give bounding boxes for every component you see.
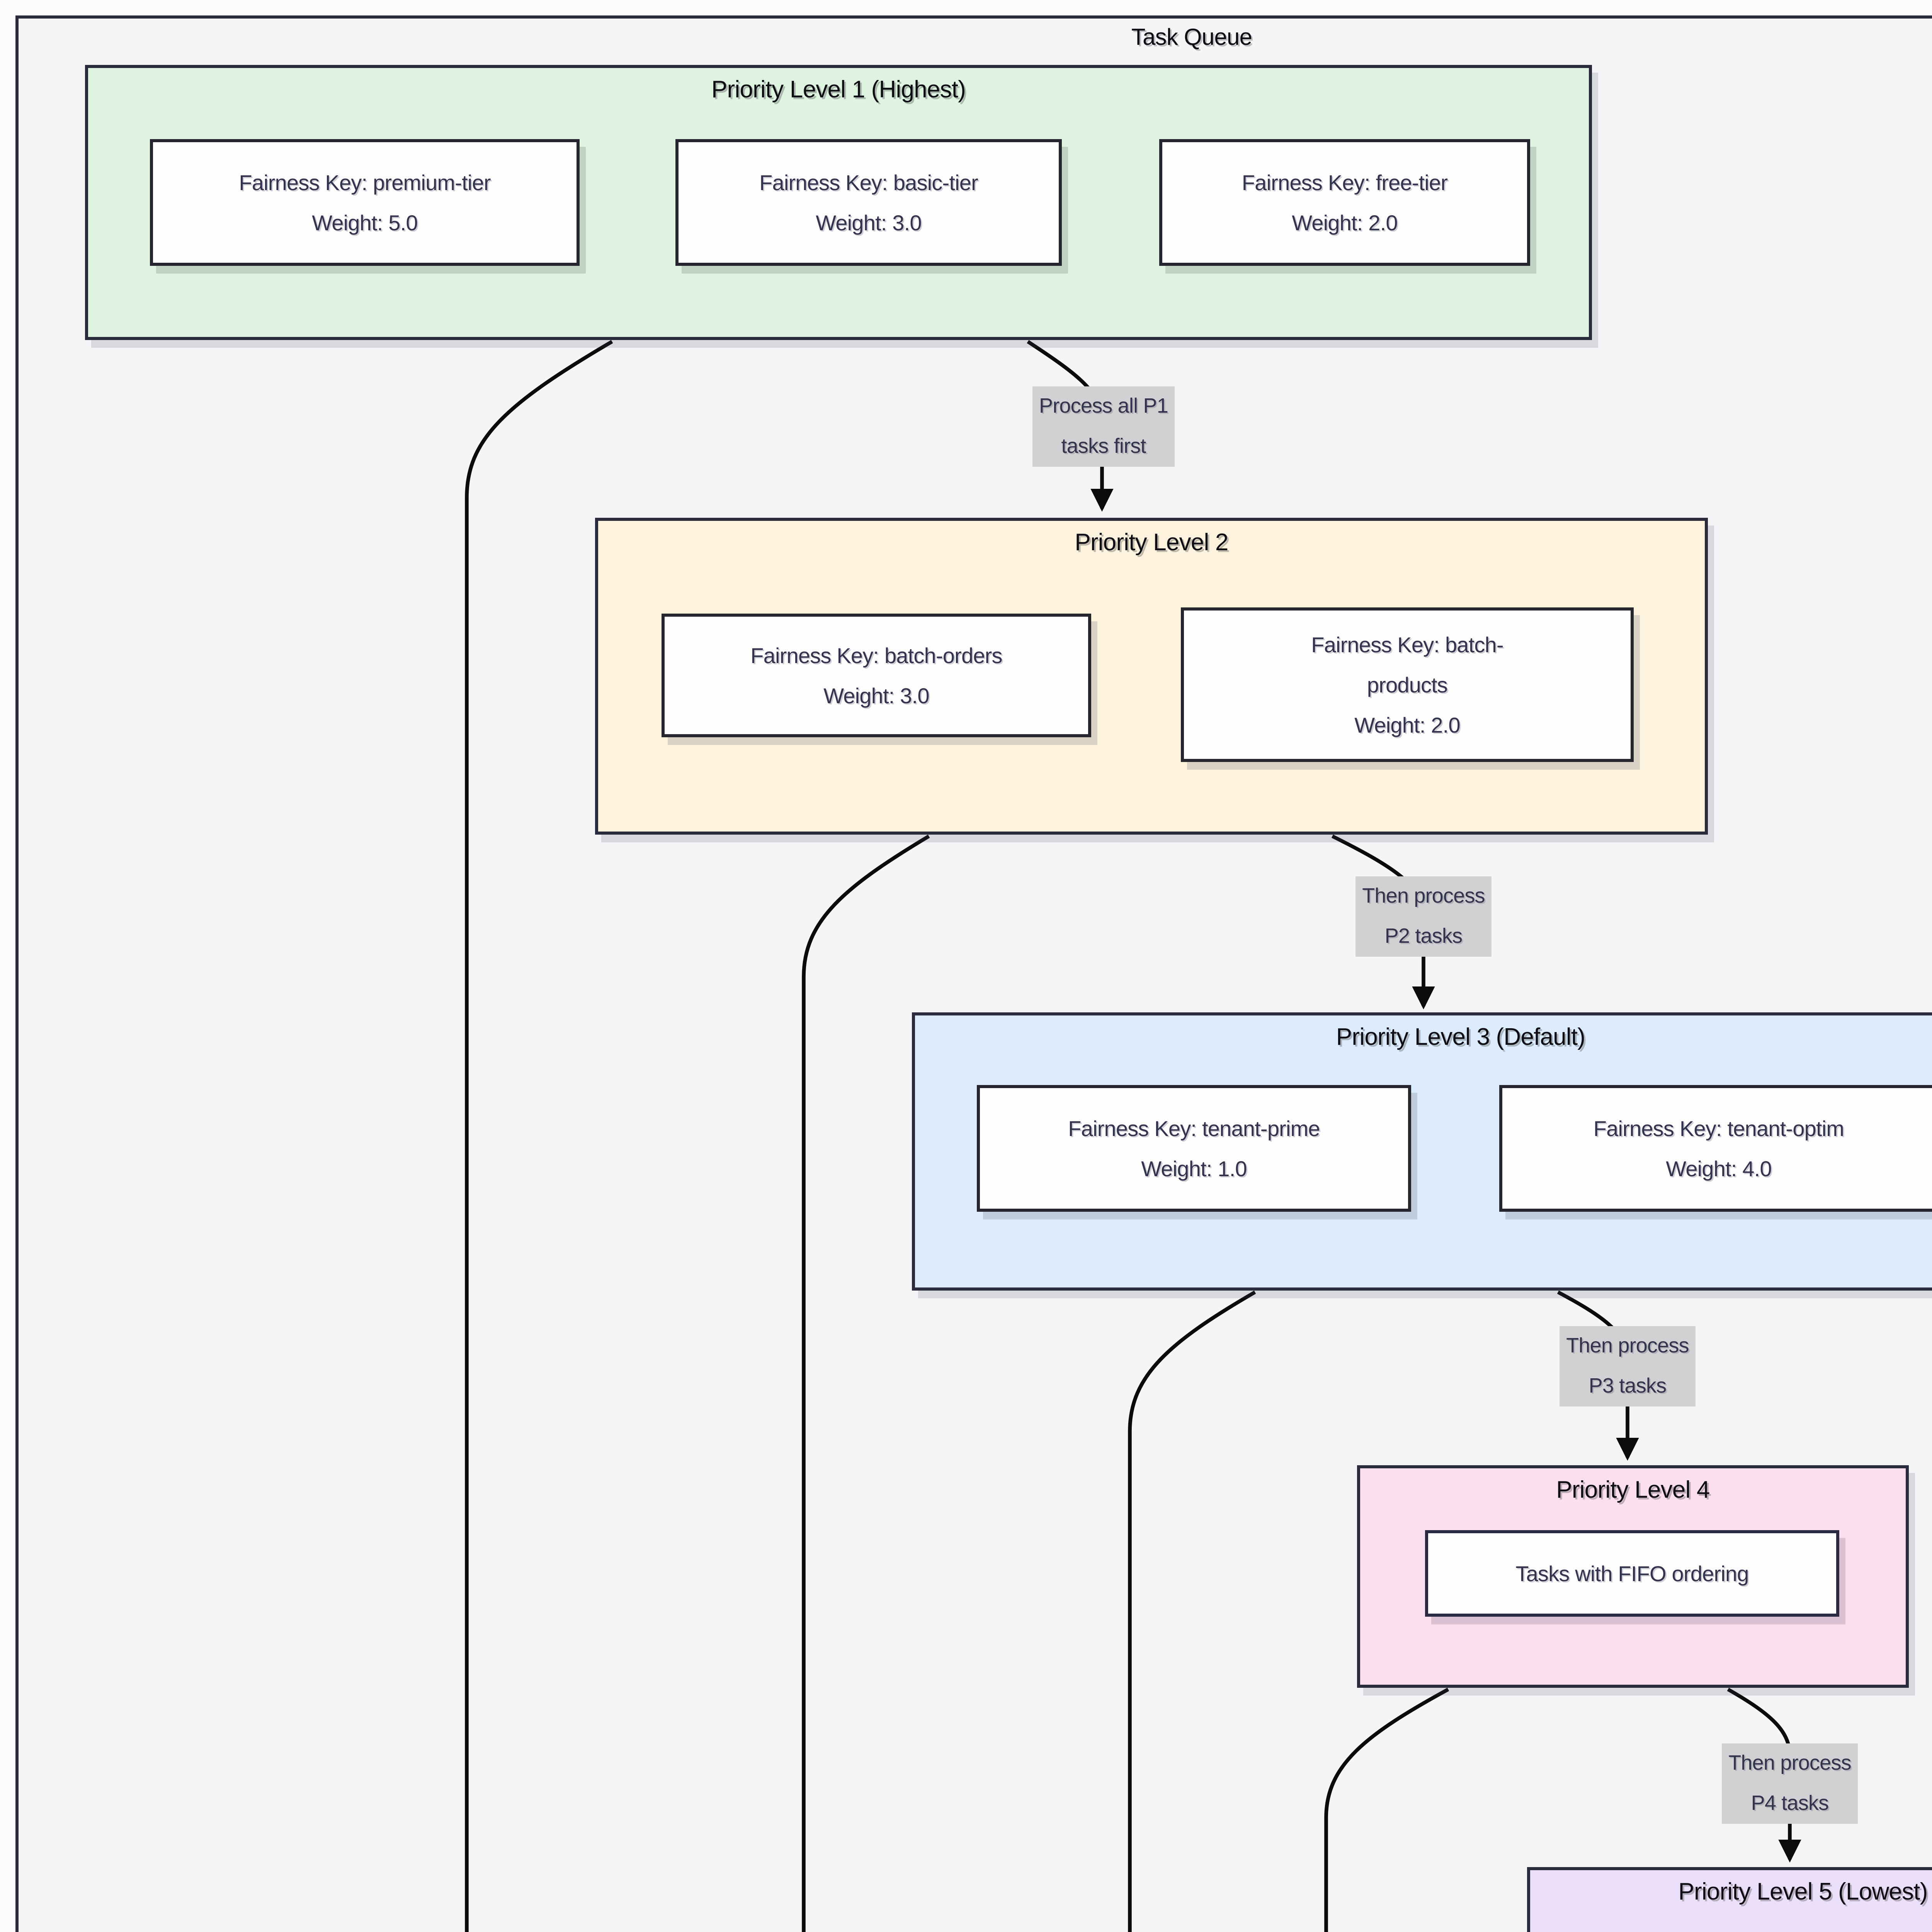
node-line: Tasks with FIFO ordering	[1515, 1561, 1749, 1586]
node-premium-tier: Fairness Key: premium-tier Weight: 5.0	[150, 139, 580, 266]
node-p4-fifo: Tasks with FIFO ordering	[1425, 1530, 1839, 1617]
node-line: products	[1367, 672, 1448, 697]
node-line: Fairness Key: basic-tier	[759, 170, 978, 195]
node-batch-orders: Fairness Key: batch-orders Weight: 3.0	[662, 614, 1091, 737]
edge-label-p2-p3: Then process P2 tasks	[1355, 876, 1492, 957]
node-tenant-optim: Fairness Key: tenant-optim Weight: 4.0	[1499, 1085, 1932, 1212]
node-line: Fairness Key: batch-	[1311, 632, 1503, 657]
priority-level-1-title: Priority Level 1 (Highest)	[711, 77, 966, 104]
node-free-tier: Fairness Key: free-tier Weight: 2.0	[1159, 139, 1530, 266]
node-line: Fairness Key: premium-tier	[239, 170, 491, 195]
node-line: Weight: 2.0	[1292, 210, 1398, 235]
edge-label-line: tasks first	[1061, 434, 1146, 457]
node-line: Weight: 5.0	[312, 210, 418, 235]
edge-label-p3-p4: Then process P3 tasks	[1560, 1326, 1696, 1406]
edge-label-line: Then process	[1362, 884, 1485, 907]
node-line: Fairness Key: tenant-prime	[1068, 1116, 1320, 1141]
diagram-title: Task Queue	[1131, 25, 1252, 51]
node-line: Weight: 1.0	[1141, 1156, 1247, 1181]
node-line: Weight: 3.0	[816, 210, 922, 235]
edge-p3-workers	[1128, 1290, 1256, 1932]
edge-p2-workers	[802, 834, 930, 1932]
edge-label-line: Process all P1	[1039, 394, 1168, 417]
edge-label-p4-p5: Then process P4 tasks	[1722, 1743, 1858, 1824]
priority-level-5-title: Priority Level 5 (Lowest)	[1678, 1879, 1928, 1906]
node-tenant-prime: Fairness Key: tenant-prime Weight: 1.0	[977, 1085, 1411, 1212]
edge-p1-workers	[465, 340, 613, 1932]
edge-label-line: Then process	[1728, 1751, 1851, 1774]
edge-label-line: P3 tasks	[1588, 1374, 1667, 1397]
node-line: Fairness Key: tenant-optim	[1593, 1116, 1844, 1141]
node-line: Fairness Key: free-tier	[1242, 170, 1448, 195]
priority-level-5: Priority Level 5 (Lowest)	[1527, 1867, 1932, 1932]
priority-level-3-title: Priority Level 3 (Default)	[1336, 1025, 1585, 1051]
priority-level-4-title: Priority Level 4	[1556, 1478, 1710, 1504]
node-line: Weight: 2.0	[1354, 713, 1460, 737]
node-line: Weight: 4.0	[1666, 1156, 1772, 1181]
edge-label-line: Then process	[1566, 1334, 1689, 1357]
node-line: Fairness Key: batch-orders	[750, 643, 1002, 668]
edge-label-line: P4 tasks	[1751, 1791, 1829, 1815]
priority-level-2-title: Priority Level 2	[1075, 530, 1228, 556]
node-batch-products: Fairness Key: batch- products Weight: 2.…	[1181, 607, 1634, 762]
edge-p4-workers	[1324, 1687, 1449, 1932]
node-line: Weight: 3.0	[823, 683, 929, 708]
edge-label-p1-p2: Process all P1 tasks first	[1032, 386, 1175, 467]
edge-label-line: P2 tasks	[1384, 924, 1463, 947]
node-basic-tier: Fairness Key: basic-tier Weight: 3.0	[675, 139, 1062, 266]
